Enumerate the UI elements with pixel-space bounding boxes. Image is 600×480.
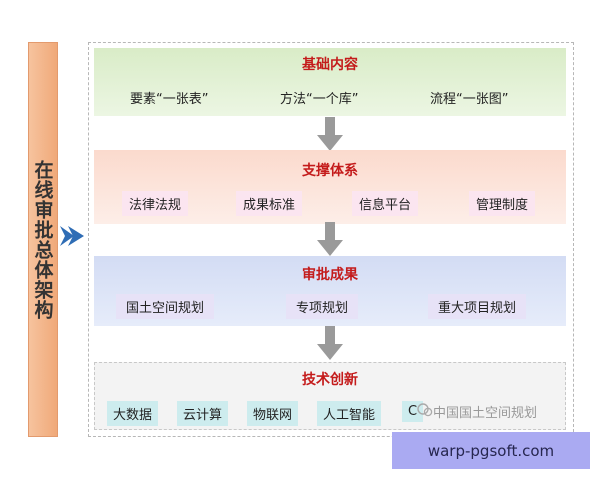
item-iot: 物联网 — [247, 401, 299, 426]
item-methods-library: 方法“一个库” — [280, 92, 359, 107]
item-process-map: 流程“一张图” — [430, 92, 509, 107]
item-c: C — [402, 401, 424, 422]
item-info-platform: 信息平台 — [352, 191, 419, 216]
side-panel: 在线审批总体架构 — [28, 42, 58, 437]
watermark: 中国国土空间规划 — [433, 406, 538, 421]
item-big-data: 大数据 — [107, 401, 159, 426]
section-title: 支撑体系 — [302, 163, 358, 179]
section-tech-innovation: 技术创新 大数据 云计算 物联网 人工智能 C — [94, 362, 566, 430]
item-land-planning: 国土空间规划 — [116, 294, 215, 319]
footer-url: warp-pgsoft.com — [427, 441, 555, 460]
section-support-system: 支撑体系 法律法规 成果标准 信息平台 管理制度 — [94, 150, 566, 224]
item-laws: 法律法规 — [122, 191, 189, 216]
item-management: 管理制度 — [469, 191, 536, 216]
right-arrow-icon — [60, 226, 84, 246]
side-title: 在线审批总体架构 — [31, 159, 54, 320]
item-ai: 人工智能 — [317, 401, 382, 426]
item-elements-table: 要素“一张表” — [130, 92, 209, 107]
footer-banner: warp-pgsoft.com — [392, 432, 590, 469]
item-cloud: 云计算 — [177, 401, 229, 426]
item-special-planning: 专项规划 — [286, 294, 359, 319]
down-arrow-icon — [317, 222, 343, 256]
item-major-projects: 重大项目规划 — [428, 294, 527, 319]
down-arrow-icon — [317, 117, 343, 151]
wechat-logo-icon — [417, 403, 433, 417]
down-arrow-icon — [317, 326, 343, 360]
section-title: 基础内容 — [302, 57, 358, 73]
section-title: 审批成果 — [302, 267, 358, 283]
item-standards: 成果标准 — [236, 191, 303, 216]
section-title: 技术创新 — [302, 372, 358, 388]
architecture-frame — [88, 42, 574, 437]
section-basic-content: 基础内容 要素“一张表” 方法“一个库” 流程“一张图” — [94, 48, 566, 116]
section-approval-results: 审批成果 国土空间规划 专项规划 重大项目规划 — [94, 256, 566, 326]
